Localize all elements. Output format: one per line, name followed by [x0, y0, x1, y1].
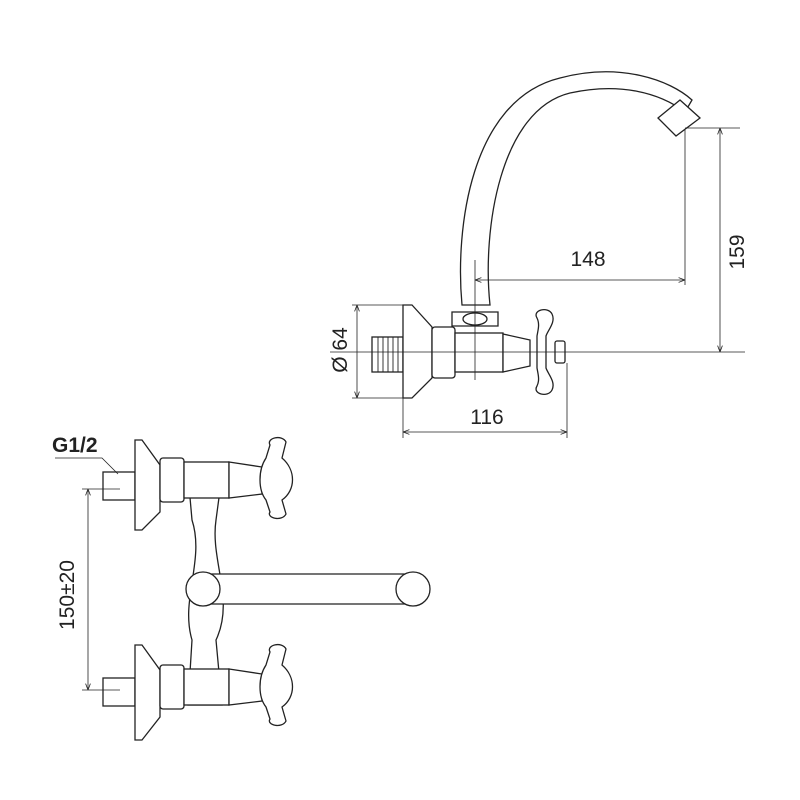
hex-nut — [431, 326, 456, 379]
front-spout — [199, 573, 428, 605]
inlet-top — [102, 436, 294, 531]
inlet-bottom — [102, 643, 294, 741]
spout-aerator — [657, 99, 702, 137]
dim-diameter-label: Ø 64 — [329, 327, 352, 373]
front-view: G1/2 150±20 — [52, 434, 431, 741]
side-view: 159 148 Ø 64 116 — [329, 71, 749, 438]
dim-116-label: 116 — [470, 406, 503, 429]
dim-159-label: 159 — [726, 234, 749, 269]
thread-label: G1/2 — [52, 434, 98, 457]
spout — [459, 71, 693, 306]
valve-body — [454, 332, 504, 373]
dim-spacing-label: 150±20 — [56, 560, 79, 630]
wall-flange — [402, 304, 433, 399]
dim-148-label: 148 — [570, 248, 605, 271]
valve-bonnet — [502, 333, 531, 373]
